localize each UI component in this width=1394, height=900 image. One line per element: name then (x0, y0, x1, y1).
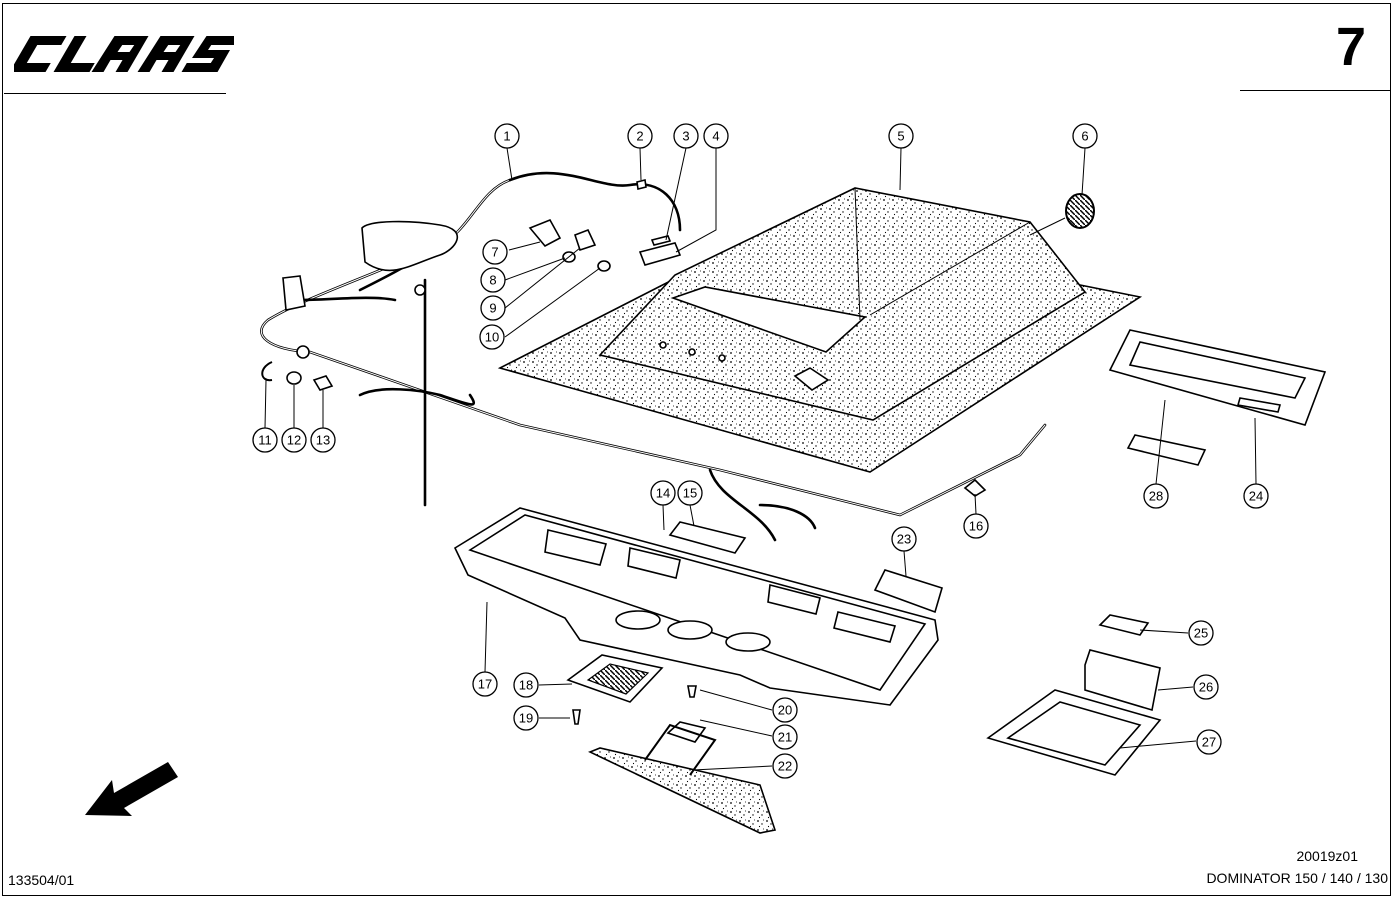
callout-15: 15 (677, 480, 703, 506)
drawing-frame (2, 3, 1391, 896)
callout-27: 27 (1196, 729, 1222, 755)
svg-text:5: 5 (897, 129, 904, 144)
clip-part (963, 478, 987, 497)
svg-text:7: 7 (491, 245, 498, 260)
trim-panel-part (1108, 329, 1327, 426)
svg-text:8: 8 (489, 273, 496, 288)
callout-26: 26 (1193, 674, 1219, 700)
svg-text:11: 11 (258, 433, 272, 448)
drawing-reference: 20019z01 (1296, 848, 1358, 864)
svg-text:28: 28 (1149, 489, 1163, 504)
svg-text:12: 12 (287, 433, 301, 448)
screw-part (572, 709, 581, 725)
svg-text:1: 1 (503, 129, 510, 144)
bracket-part (873, 569, 943, 614)
svg-text:16: 16 (969, 519, 983, 534)
svg-text:23: 23 (897, 532, 911, 547)
svg-text:14: 14 (656, 486, 670, 501)
callout-17: 17 (472, 671, 498, 697)
svg-text:10: 10 (485, 330, 499, 345)
svg-text:2: 2 (636, 129, 643, 144)
callout-23: 23 (891, 526, 917, 552)
svg-text:9: 9 (489, 301, 496, 316)
callout-10: 10 (479, 324, 505, 350)
callout-13: 13 (310, 427, 336, 453)
svg-text:19: 19 (519, 711, 533, 726)
callout-5: 5 (888, 123, 914, 149)
svg-text:20: 20 (778, 703, 792, 718)
svg-text:6: 6 (1081, 129, 1088, 144)
switch-parts (528, 179, 682, 272)
svg-text:24: 24 (1249, 489, 1263, 504)
callout-4: 4 (703, 123, 729, 149)
document-reference: 133504/01 (8, 872, 75, 888)
speaker-part (566, 654, 664, 703)
callout-24: 24 (1243, 483, 1269, 509)
svg-text:26: 26 (1199, 680, 1213, 695)
header-rule-left (4, 93, 226, 94)
headliner-part (497, 187, 1143, 473)
callout-6: 6 (1072, 123, 1098, 149)
model-designation: DOMINATOR 150 / 140 / 130 (1206, 870, 1388, 886)
callout-11: 11 (252, 427, 278, 453)
callout-20: 20 (772, 697, 798, 723)
mount-plate-part (666, 721, 707, 743)
claas-logo (14, 36, 234, 72)
header-rule-right (1240, 90, 1390, 91)
callout-25: 25 (1188, 620, 1214, 646)
console-tray-part (453, 507, 939, 706)
svg-text:18: 18 (519, 678, 533, 693)
leader-lines (264, 147, 1257, 771)
svg-text:3: 3 (682, 129, 689, 144)
callout-22: 22 (772, 753, 798, 779)
svg-text:17: 17 (478, 677, 492, 692)
svg-text:22: 22 (778, 759, 792, 774)
callout-16: 16 (963, 513, 989, 539)
callout-3: 3 (673, 123, 699, 149)
cover-strip-part (1126, 434, 1207, 466)
plate-part (1098, 614, 1150, 636)
callout-8: 8 (480, 267, 506, 293)
svg-text:4: 4 (712, 129, 719, 144)
callout-1: 1 (494, 123, 520, 149)
vent-grille-part (1065, 193, 1095, 229)
sun-visor-part (588, 723, 777, 834)
svg-text:21: 21 (778, 730, 792, 745)
reading-light-part (668, 521, 747, 554)
bolt-part (687, 685, 697, 698)
page-number: 7 (1335, 17, 1366, 77)
callout-7: 7 (482, 239, 508, 265)
callout-9: 9 (480, 295, 506, 321)
small-fittings (261, 361, 334, 391)
svg-text:15: 15 (683, 486, 697, 501)
storage-tray-part (986, 689, 1162, 776)
svg-text:25: 25 (1194, 626, 1208, 641)
svg-text:13: 13 (316, 433, 330, 448)
callout-14: 14 (650, 480, 676, 506)
svg-text:27: 27 (1202, 735, 1216, 750)
callout-19: 19 (513, 705, 539, 731)
callout-28: 28 (1143, 483, 1169, 509)
callout-18: 18 (513, 672, 539, 698)
callout-12: 12 (281, 427, 307, 453)
callout-2: 2 (627, 123, 653, 149)
callout-21: 21 (772, 724, 798, 750)
direction-arrow-icon (85, 762, 178, 816)
bracket-holder-part (1084, 649, 1161, 712)
